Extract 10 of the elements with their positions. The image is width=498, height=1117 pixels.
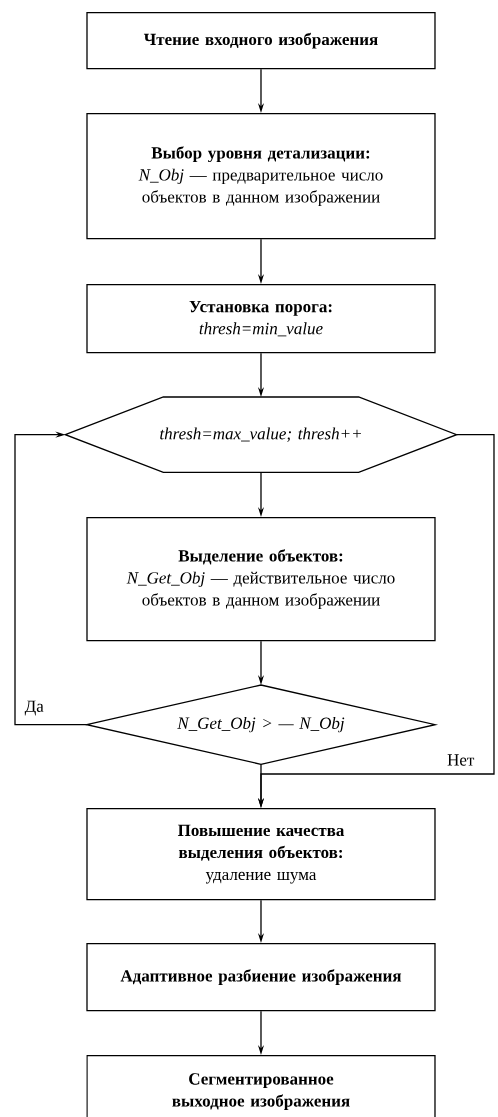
process-box: Адаптивное разбиение изображения (86, 943, 436, 1012)
edge-label: Да (23, 699, 45, 717)
process-box: Выделение объектов: N_Get_Obj — действительное число объектов в данном изображении (86, 517, 436, 642)
process-box: Чтение входного изображения (86, 12, 436, 70)
process-box: Установка порога: thresh=min_value (86, 284, 436, 354)
process-box: Повышение качества выделения объектов: удаление шума (86, 808, 436, 901)
edge-label: Нет (446, 753, 476, 767)
arrow (14, 431, 88, 726)
process-box: Сегментированное выходное изображения (86, 1055, 436, 1117)
process-box: Выбор уровня детализации: N_Obj — предварительное число объектов в данном изображении (86, 113, 436, 240)
